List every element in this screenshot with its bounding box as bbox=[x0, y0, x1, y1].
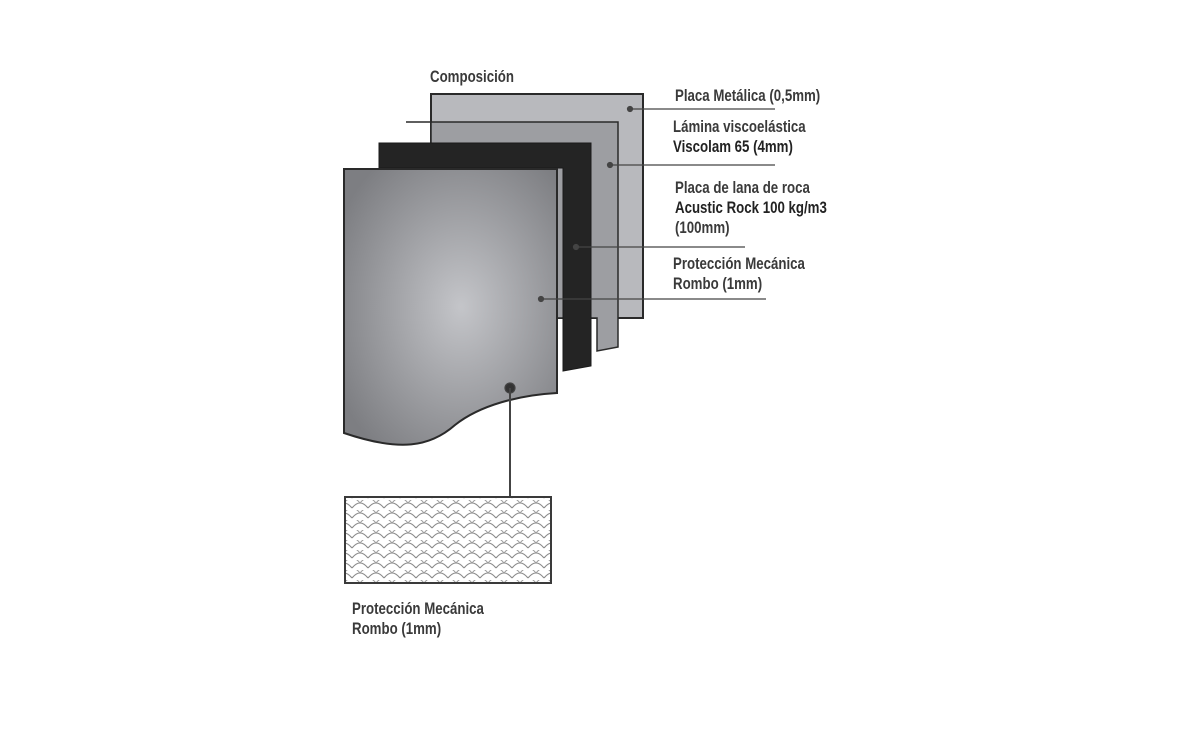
layer-mechanical-protection bbox=[343, 168, 558, 446]
label-rock-wool: Placa de lana de roca Acustic Rock 100 k… bbox=[675, 178, 827, 238]
label-line: Protección Mecánica bbox=[673, 254, 805, 273]
label-line: Rombo (1mm) bbox=[352, 619, 442, 638]
composition-title: Composición bbox=[430, 67, 514, 86]
label-line: Protección Mecánica bbox=[352, 599, 484, 618]
label-metal-plate: Placa Metálica (0,5mm) bbox=[675, 86, 820, 106]
label-line: Acustic Rock 100 kg/m3 bbox=[675, 198, 827, 217]
label-mechanical-protection: Protección Mecánica Rombo (1mm) bbox=[673, 254, 805, 294]
label-viscoelastic: Lámina viscoelástica Viscolam 65 (4mm) bbox=[673, 117, 806, 157]
label-line: Lámina viscoelástica bbox=[673, 117, 806, 136]
label-line: Placa de lana de roca bbox=[675, 178, 810, 197]
label-line: Viscolam 65 (4mm) bbox=[673, 137, 793, 156]
label-line: Rombo (1mm) bbox=[673, 274, 763, 293]
label-line: (100mm) bbox=[675, 218, 730, 237]
mesh-detail bbox=[344, 496, 552, 584]
label-line: Placa Metálica (0,5mm) bbox=[675, 86, 821, 105]
label-mesh-detail: Protección Mecánica Rombo (1mm) bbox=[352, 599, 484, 639]
